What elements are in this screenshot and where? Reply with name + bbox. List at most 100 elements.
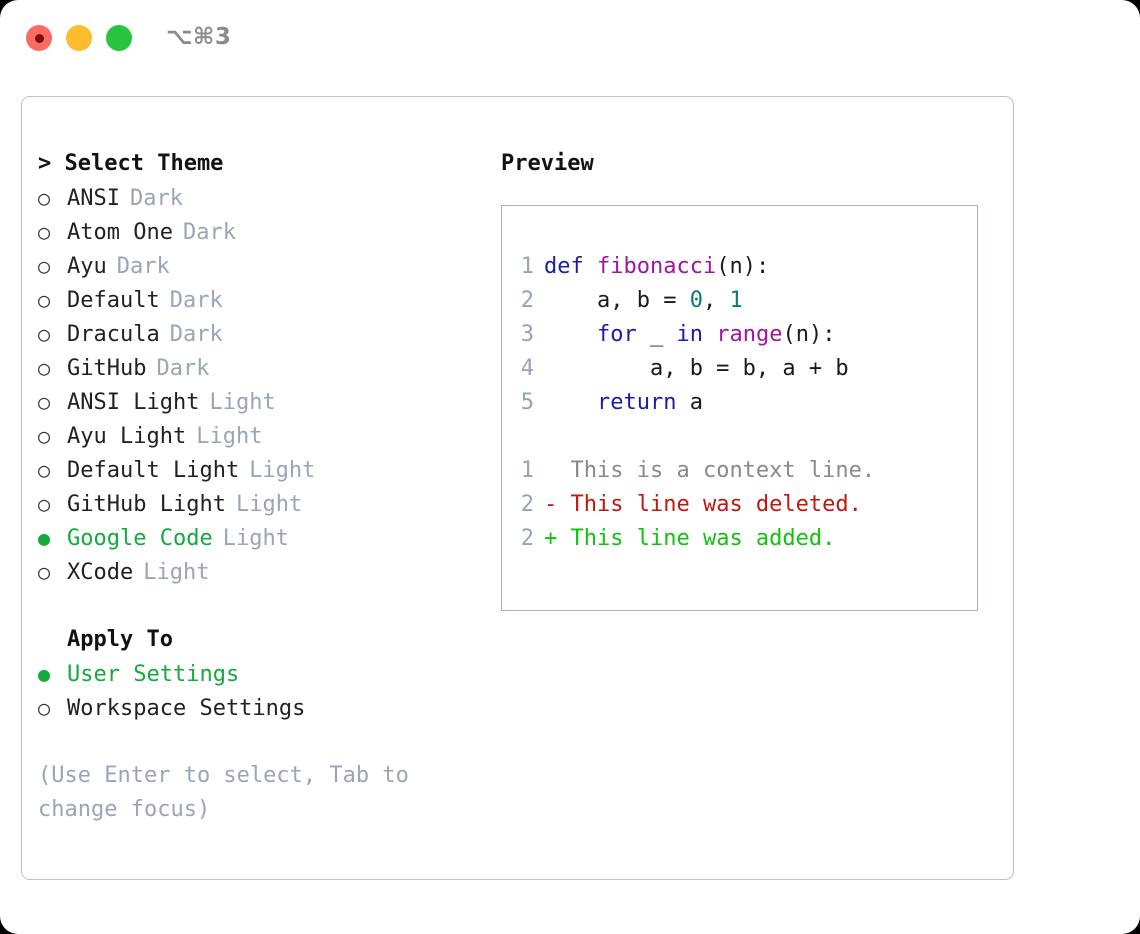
theme-variant-badge: Light [209,390,276,415]
apply-to-section: Apply To ● User Settings ○ Workspace Settin… [38,623,478,725]
diff-text: This line was added. [570,526,836,551]
theme-option-label: ANSI Light [67,390,200,415]
theme-option-google-code[interactable]: ● Google Code Light [38,521,478,555]
diff-line-ctx: 1 This is a context line. [514,454,977,488]
diff-line-number: 1 [520,458,534,483]
diff-line-add: 2+ This line was added. [514,522,977,556]
theme-option-github[interactable]: ○ GitHub Dark [38,351,478,385]
code-token-plain [584,254,597,279]
code-token-plain: a, b = [544,288,690,313]
theme-option-label: ANSI [67,186,120,211]
theme-option-label: GitHub Light [67,492,226,517]
theme-option-label: Default Light [67,458,240,483]
code-line-number: 5 [520,390,534,415]
theme-variant-badge: Dark [182,220,236,245]
apply-to-option-user-settings[interactable]: ● User Settings [38,657,478,691]
theme-option-label: XCode [67,560,134,585]
theme-option-github-light[interactable]: ○ GitHub Light Light [38,487,478,521]
traffic-lights [26,25,132,51]
keyboard-shortcut-label: ⌥⌘3 [166,24,232,50]
code-token-kw: for [596,322,637,347]
radio-unselected-icon: ○ [38,390,51,414]
code-token-plain: _ [636,322,677,347]
code-line: 4 a, b = b, a + b [514,352,977,386]
apply-to-option-label: User Settings [67,662,240,687]
keyboard-hint-text: (Use Enter to select, Tab to change focu… [38,763,423,822]
radio-selected-icon: ● [38,526,51,550]
radio-unselected-icon: ○ [38,424,51,448]
theme-variant-badge: Dark [169,322,223,347]
theme-option-xcode[interactable]: ○ XCode Light [38,555,478,589]
diff-line-text: This is a context line. [544,454,876,488]
code-token-num: 0 [689,288,703,313]
title-bar: ⌥⌘3 [0,0,1140,78]
code-token-kw: def [544,254,584,279]
theme-option-ansi-light[interactable]: ○ ANSI Light Light [38,385,478,419]
code-token-plain [703,322,716,347]
radio-unselected-icon: ○ [38,560,51,584]
theme-variant-badge: Dark [116,254,170,279]
theme-variant-badge: Light [143,560,210,585]
theme-variant-badge: Light [249,458,316,483]
code-token-plain: a, b = b, a + b [544,356,849,381]
radio-selected-icon: ● [38,662,51,686]
theme-option-label: Google Code [67,526,213,551]
preview-header: Preview [501,151,594,176]
theme-option-label: Ayu Light [67,424,187,449]
diff-marker: - [544,492,571,517]
apply-to-option-label: Workspace Settings [67,696,306,721]
code-token-plain: a [676,390,703,415]
code-line-text: a, b = b, a + b [544,352,849,386]
diff-text: This is a context line. [570,458,876,483]
minimize-window-button[interactable] [66,25,92,51]
code-line: 2 a, b = 0, 1 [514,284,977,318]
theme-variant-badge: Light [196,424,263,449]
radio-unselected-icon: ○ [38,288,51,312]
apply-to-option-workspace-settings[interactable]: ○ Workspace Settings [38,691,478,725]
code-line-number: 2 [520,288,534,313]
theme-option-atom-one[interactable]: ○ Atom One Dark [38,215,478,249]
code-token-kw: return [596,390,677,415]
radio-unselected-icon: ○ [38,220,51,244]
code-line-number: 1 [520,254,534,279]
radio-unselected-icon: ○ [38,356,51,380]
theme-variant-badge: Light [235,492,303,517]
code-line: 3 for _ in range(n): [514,318,977,352]
code-token-plain [544,390,597,415]
apply-to-header: Apply To [67,627,173,652]
diff-line-number: 2 [520,526,534,551]
close-window-button[interactable] [26,25,52,51]
select-theme-header: > Select Theme [38,151,224,176]
theme-option-ayu-light[interactable]: ○ Ayu Light Light [38,419,478,453]
theme-option-label: Dracula [67,322,160,347]
theme-option-label: Default [67,288,160,313]
maximize-window-button[interactable] [106,25,132,51]
theme-option-label: GitHub [67,356,147,381]
diff-sample: 1 This is a context line. 2- This line wa… [514,454,977,556]
code-line: 5 return a [514,386,977,420]
apply-to-list[interactable]: ● User Settings ○ Workspace Settings [38,657,478,725]
theme-variant-badge: Light [222,526,289,551]
theme-variant-badge: Dark [129,186,183,211]
code-line-number: 3 [520,322,534,347]
code-token-plain: (n): [716,254,770,279]
diff-marker [544,458,571,483]
code-token-plain: , [702,288,730,313]
radio-unselected-icon: ○ [38,492,51,516]
theme-variant-badge: Dark [156,356,210,381]
code-token-plain [544,322,597,347]
radio-unselected-icon: ○ [38,696,51,720]
theme-option-label: Atom One [67,220,173,245]
code-token-fn: range [716,322,783,347]
code-line-text: a, b = 0, 1 [544,284,743,318]
theme-option-label: Ayu [67,254,107,279]
